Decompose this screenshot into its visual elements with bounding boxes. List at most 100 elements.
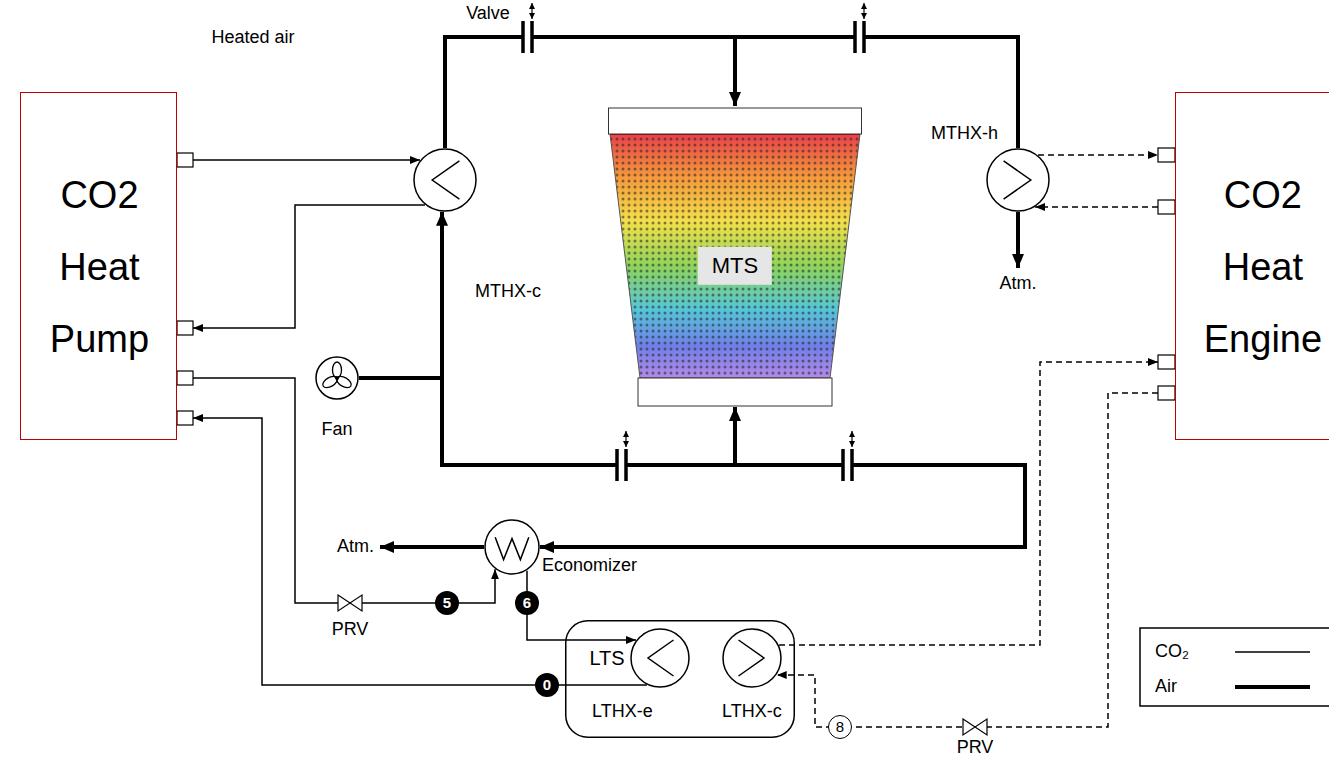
economizer-outline [484, 519, 540, 575]
outlet-label: Atm. [999, 273, 1036, 295]
co2-pipe [193, 159, 420, 161]
node-label: LTS [589, 646, 624, 670]
storage-box: LTHX-eLTHX-cLTS [565, 620, 795, 738]
heat-exchanger: LTHX-e [630, 628, 690, 688]
heat-exchanger-outline [413, 148, 477, 212]
exchanger-coil [648, 640, 674, 676]
valve-label: Valve [466, 3, 510, 25]
port-square [1158, 355, 1175, 369]
heat-engine-box: CO2 Heat Engine [1175, 92, 1329, 440]
valve-symbol [843, 431, 852, 481]
fan-hub [335, 376, 339, 380]
co2-pipe [193, 378, 495, 603]
port-square [177, 153, 193, 167]
co2-pipe [193, 418, 647, 685]
heat-exchanger: MTHX-c [413, 148, 477, 212]
co2-pipe [779, 362, 1158, 645]
air-duct [359, 212, 442, 378]
port-square [1158, 148, 1175, 162]
state-point-number: 0 [535, 673, 559, 697]
valve-bar [615, 449, 619, 481]
valve-actuator-arrow [625, 431, 626, 447]
valve-gap [856, 22, 863, 52]
port-square [177, 411, 193, 425]
air-duct [540, 407, 1025, 547]
node-label: Fan [321, 419, 352, 441]
valve-symbol [855, 3, 864, 53]
pressure-relief-valve [338, 595, 362, 611]
legend-label: Air [1155, 676, 1177, 698]
co2-pipe [1038, 154, 1158, 156]
fan-blade [333, 362, 342, 378]
tank-packing [610, 134, 860, 378]
heat-exchanger: MTHX-h [986, 148, 1050, 212]
legend-sample [1235, 687, 1310, 688]
valve-bar [853, 21, 857, 53]
heat-pump-box: CO2 Heat Pump [20, 92, 177, 440]
valve-label: PRV [332, 619, 369, 641]
legend-samples [1235, 652, 1310, 687]
valve-label: PRV [957, 737, 994, 759]
legend-sample [1235, 652, 1310, 653]
valve-symbol [523, 3, 532, 53]
state-point-number: 5 [435, 591, 459, 615]
valve-bar [841, 449, 845, 481]
exchanger-circle [414, 149, 476, 211]
node-label: MTHX-h [931, 123, 998, 145]
valve-gap [524, 22, 531, 52]
port-square [177, 371, 193, 385]
node-label: CO2 Heat Engine [1201, 159, 1325, 375]
node-label: MTS [698, 247, 772, 285]
valve-gap [618, 450, 625, 480]
exhaust-arrow [380, 545, 484, 549]
valve-actuator-arrow [531, 3, 532, 19]
port-square [177, 321, 193, 335]
fan: Fan [315, 356, 359, 400]
connector-group [193, 37, 1158, 727]
legend-label: CO₂ [1155, 641, 1189, 663]
outlet-label: Atm. [337, 536, 374, 558]
co2-pipe [193, 205, 425, 328]
co2-pipe [777, 393, 1158, 727]
exchanger-coil [432, 161, 459, 199]
valve-actuator-arrow [851, 431, 852, 447]
co2-pipe [1035, 206, 1158, 208]
fan-outline [315, 356, 359, 400]
co2-pipe [527, 571, 636, 640]
storage-outline [566, 621, 795, 738]
exchanger-circle [723, 629, 781, 687]
valve-bar [521, 21, 525, 53]
exchanger-coil [1004, 161, 1031, 199]
valve-bar [530, 21, 534, 53]
heat-exchanger-outline [722, 628, 782, 688]
legend-line-sample [1235, 651, 1310, 653]
pressure-relief-valve [963, 719, 987, 735]
legend-line-sample [1235, 685, 1310, 689]
legend-frame [1140, 628, 1329, 706]
exchanger-circle [987, 149, 1049, 211]
port-square [1158, 386, 1175, 400]
exhaust-arrow [1016, 212, 1020, 268]
valve-symbol [617, 431, 626, 481]
valve-bar [624, 449, 628, 481]
heat-exchanger: LTHX-c [722, 628, 782, 688]
exchanger-coil [739, 640, 765, 676]
heat-exchanger-outline [630, 628, 690, 688]
node-label: CO2 Heat Pump [38, 159, 162, 375]
storage-tank: MTS [608, 106, 862, 407]
valve-gap [844, 450, 851, 480]
node-label: Economizer [542, 555, 637, 577]
state-point-number: 8 [828, 715, 852, 739]
port-square [1158, 200, 1175, 214]
exchanger-coil [495, 537, 529, 559]
exchanger-circle [485, 520, 539, 574]
tank-gradient [610, 134, 860, 378]
fan-housing [316, 357, 358, 399]
stream-label: Heated air [211, 27, 294, 49]
node-label: LTHX-c [722, 701, 782, 723]
state-point-number: 6 [515, 591, 539, 615]
valve-bar [862, 21, 866, 53]
valve-bar [850, 449, 854, 481]
heat-exchanger-outline [986, 148, 1050, 212]
fan-blade [335, 374, 353, 390]
